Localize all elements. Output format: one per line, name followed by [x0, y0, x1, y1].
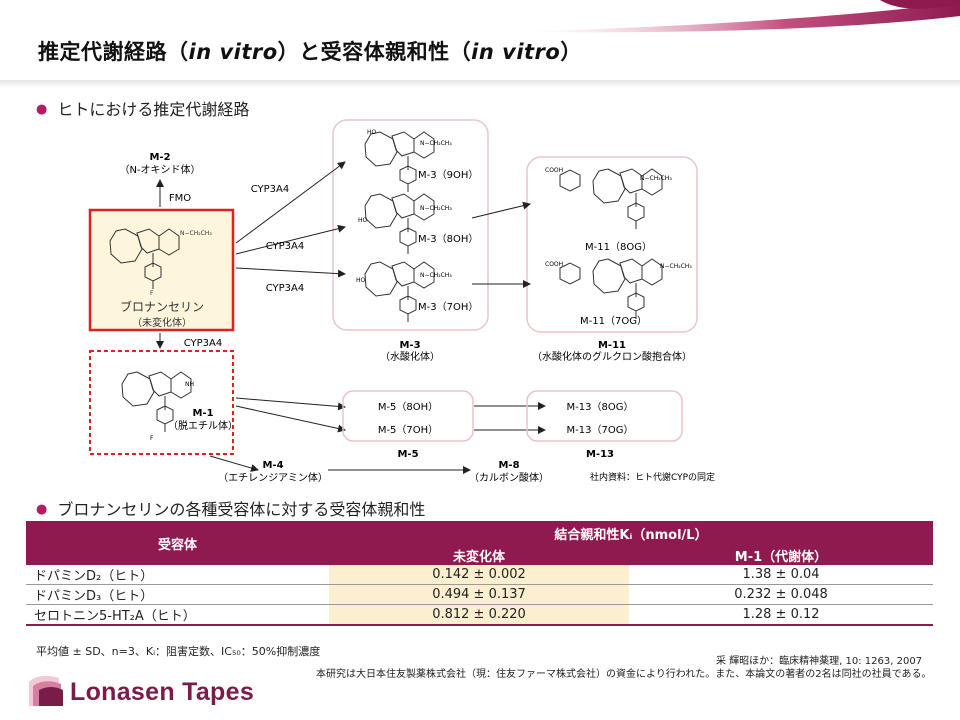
cyp-label: CYP3A4	[266, 283, 305, 294]
ethyl-label: N−CH₂CH₃	[180, 230, 212, 237]
m13-7og: M-13（7OG）	[567, 424, 634, 436]
svg-text:HO: HO	[358, 217, 368, 224]
cyp-label: CYP3A4	[251, 184, 290, 195]
m3-9oh: M-3（9OH）	[418, 169, 478, 181]
m13-group-box	[526, 390, 683, 442]
m1-box	[89, 350, 234, 455]
m11-id: M-11	[598, 340, 626, 351]
m4-name: （エチレンジアミン体）	[218, 472, 328, 484]
svg-text:N−CH₂CH₃: N−CH₂CH₃	[640, 175, 672, 182]
svg-text:N−CH₂CH₃: N−CH₂CH₃	[660, 263, 692, 270]
m13-8og: M-13（8OG）	[567, 401, 634, 413]
svg-text:HO: HO	[367, 129, 377, 136]
svg-text:F: F	[150, 290, 154, 297]
m4-id: M-4	[262, 460, 283, 471]
svg-text:NH: NH	[185, 381, 194, 388]
parent-value: 0.812 ± 0.220	[329, 604, 629, 626]
header-receptor: 受容体	[26, 521, 329, 565]
header-m1: M-1（代謝体）	[629, 545, 933, 565]
lonasen-tapes-logo	[29, 675, 63, 706]
m1-name: （脱エチル体）	[168, 419, 238, 432]
parent-name: ブロナンセリン	[120, 299, 204, 314]
svg-text:N−CH₂CH₃: N−CH₂CH₃	[420, 205, 452, 212]
svg-text:COOH: COOH	[545, 261, 563, 268]
parent-sub: （未変化体）	[132, 316, 192, 329]
title-divider	[0, 80, 960, 88]
m2-name: （N-オキシド体）	[119, 164, 200, 176]
m3-7oh: M-3（7OH）	[418, 301, 478, 313]
m1-value: 1.38 ± 0.04	[629, 565, 933, 585]
m3-name: （水酸化体）	[380, 350, 440, 363]
fmo-label: FMO	[169, 193, 191, 204]
m8-id: M-8	[498, 460, 519, 471]
parent-value: 0.494 ± 0.137	[329, 584, 629, 605]
m3-8oh: M-3（8OH）	[418, 233, 478, 245]
receptor-cell: ドパミンD₃（ヒト）	[26, 584, 329, 605]
table-row: ドパミンD₃（ヒト） 0.494 ± 0.137 0.232 ± 0.048	[26, 584, 933, 605]
m5-id: M-5	[397, 449, 418, 460]
m13-id: M-13	[586, 449, 614, 460]
logo-text: Lonasen Tapes	[70, 678, 255, 706]
svg-text:F: F	[150, 435, 154, 442]
section-bullet-affinity: ●ブロナンセリンの各種受容体に対する受容体親和性	[36, 500, 426, 519]
svg-text:HO: HO	[356, 277, 366, 284]
svg-text:COOH: COOH	[545, 167, 563, 174]
parent-value: 0.142 ± 0.002	[329, 565, 629, 585]
m5-group-box	[342, 390, 474, 442]
m3-id: M-3	[399, 340, 420, 351]
m11-8og: M-11（8OG）	[585, 241, 652, 253]
m11-7og: M-11（7OG）	[580, 315, 647, 327]
table-row: ドパミンD₂（ヒト） 0.142 ± 0.002 1.38 ± 0.04	[26, 565, 933, 585]
bullet-dot-icon: ●	[36, 102, 48, 117]
m3-group-box	[332, 119, 489, 331]
m8-name: （カルボン酸体）	[469, 471, 549, 484]
slide-title: 推定代謝経路（in vitro）と受容体親和性（in vitro）	[38, 40, 582, 64]
m1-id: M-1	[192, 408, 213, 419]
receptor-cell: ドパミンD₂（ヒト）	[26, 565, 329, 585]
affinity-table: 受容体 結合親和性Kᵢ（nmol/L） 未変化体 M-1（代謝体） ドパミンD₂…	[26, 521, 933, 626]
m11-name: （水酸化体のグルクロン酸抱合体）	[532, 350, 692, 363]
cyp-label: CYP3A4	[184, 338, 223, 349]
table-footnote: 平均値 ± SD、n=3、Kᵢ：阻害定数、IC₅₀：50%抑制濃度	[36, 645, 321, 658]
svg-text:N−CH₂CH₃: N−CH₂CH₃	[420, 272, 452, 279]
m1-value: 0.232 ± 0.048	[629, 584, 933, 605]
header-parent: 未変化体	[329, 545, 629, 565]
m11-group-box	[526, 156, 698, 333]
header-swoosh	[520, 0, 960, 33]
receptor-cell: セロトニン5-HT₂A（ヒト）	[26, 604, 329, 626]
bullet-dot-icon: ●	[36, 502, 48, 517]
reference-citation: 采 輝昭ほか：臨床精神薬理, 10: 1263, 2007	[716, 656, 923, 667]
m2-id: M-2	[149, 152, 170, 163]
header-affinity: 結合親和性Kᵢ（nmol/L）	[329, 521, 933, 545]
table-row: セロトニン5-HT₂A（ヒト） 0.812 ± 0.220 1.28 ± 0.1…	[26, 604, 933, 626]
section-bullet-pathway: ●ヒトにおける推定代謝経路	[36, 100, 250, 119]
cyp-label: CYP3A4	[266, 241, 305, 252]
svg-text:N−CH₂CH₃: N−CH₂CH₃	[420, 140, 452, 147]
funding-disclosure: 本研究は大日本住友製薬株式会社（現：住友ファーマ株式会社）の資金により行われた。…	[316, 669, 932, 680]
m5-8oh: M-5（8OH）	[378, 401, 438, 413]
m5-7oh: M-5（7OH）	[378, 424, 438, 436]
source-note: 社内資料：ヒト代謝CYPの同定	[590, 471, 715, 483]
m1-value: 1.28 ± 0.12	[629, 604, 933, 626]
